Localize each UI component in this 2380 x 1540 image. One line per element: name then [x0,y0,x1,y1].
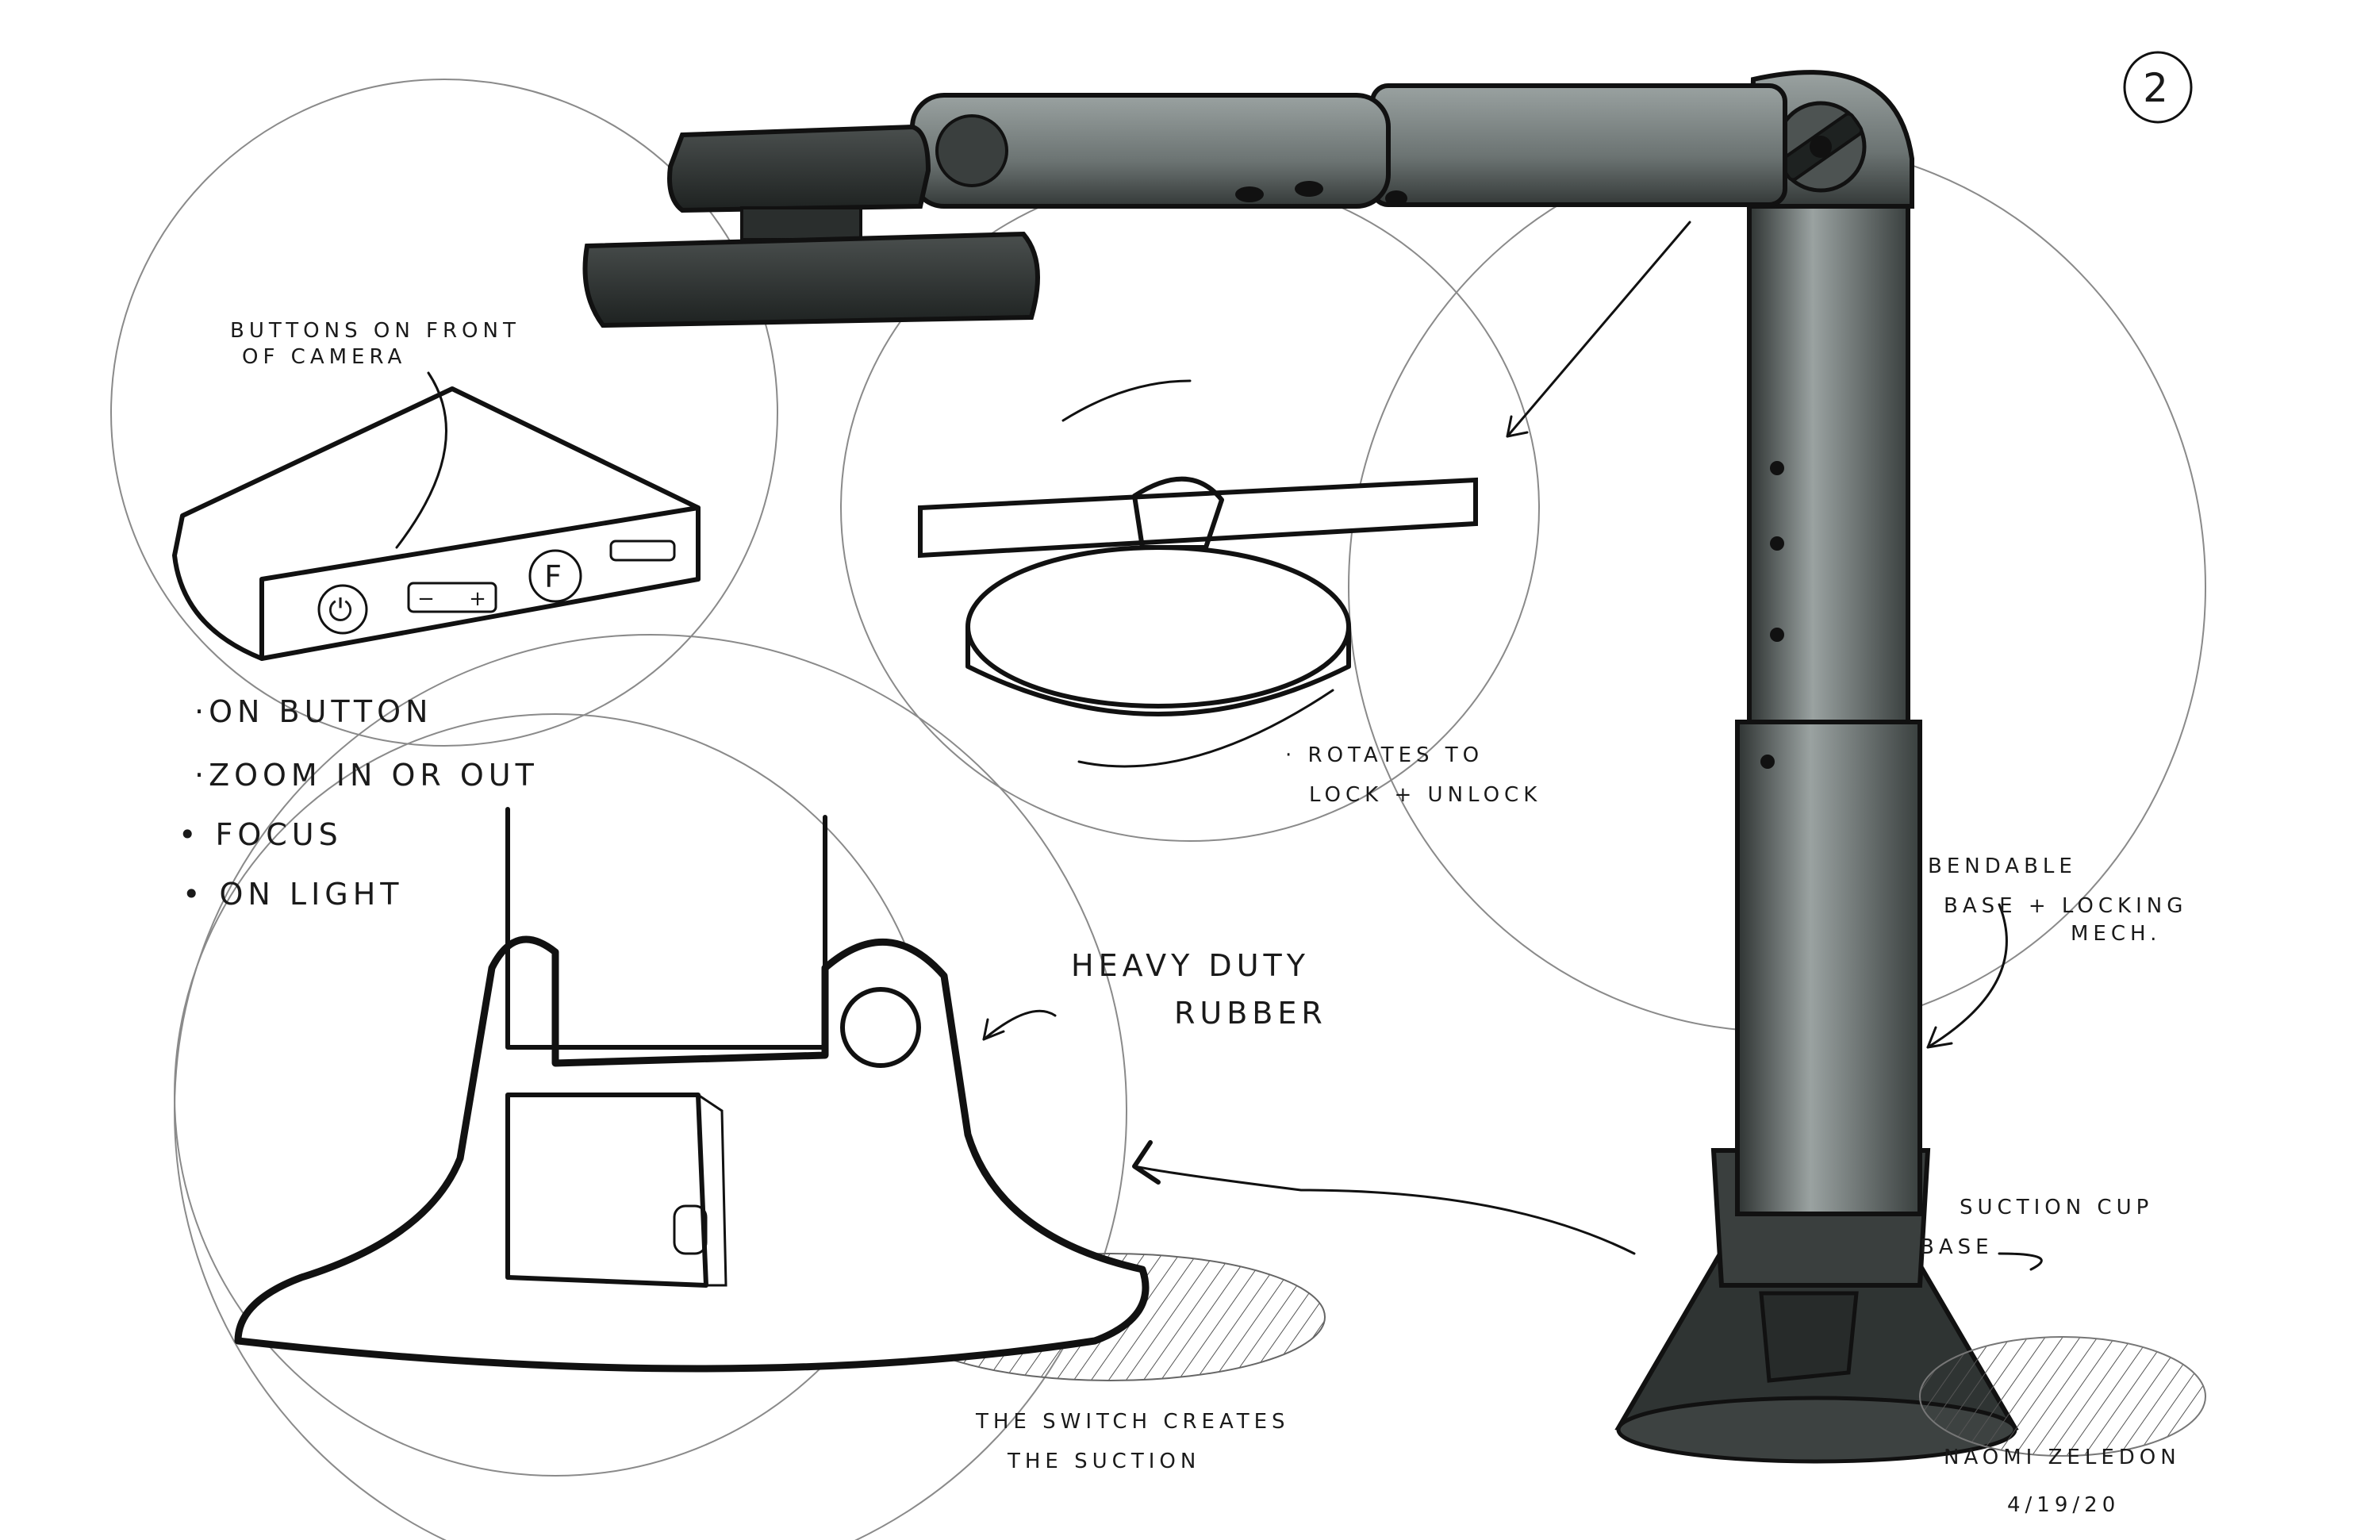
annotation-buttons-front: BUTTONS ON FRONT OF CAMERA [230,319,520,369]
annotation-arrows [982,221,2043,1271]
designer-signature: NAOMI ZELEDON 4/19/20 [1944,1446,2181,1517]
suction-switch [1759,1291,1859,1383]
note-rotates-line2: LOCK + UNLOCK [1309,783,1541,807]
note-suction-line1: SUCTION CUP [1960,1196,2153,1219]
signature-date: 4/19/20 [2007,1493,2120,1517]
arm-horizontal-tube [1370,83,1787,207]
focus-button: F [544,559,566,594]
base-closeup [234,807,1636,1381]
camera-head [667,124,931,213]
note-bendable-line3: MECH. [2071,922,2161,946]
annotation-suction-base: SUCTION CUP BASE [1920,1196,2153,1259]
annotation-bendable: BENDABLE BASE + LOCKING MECH. [1928,854,2187,946]
note-bendable-line1: BENDABLE [1928,854,2077,878]
note-feature-zoom: ·ZOOM IN or OUT [194,758,539,793]
zoom-minus-button: − [417,587,440,611]
signature-name: NAOMI ZELEDON [1944,1446,2181,1469]
note-suction-line2: BASE [1920,1235,1994,1259]
camera-button-detail: ⏻ − + F [172,371,701,661]
note-bendable-line2: BASE + LOCKING [1944,894,2187,918]
camera-lens-housing [582,231,1040,328]
camera-arm-assembly [582,70,2206,1464]
power-button: ⏻ [328,593,357,628]
page-number: 2 [2143,65,2173,111]
arm-lower-tube [1735,720,1922,1216]
note-feature-on-button: ·ON BUTTON [194,694,432,729]
note-heavy-duty-line2: RUBBER [1174,996,1327,1031]
annotation-features: ·ON BUTTON ·ZOOM IN or OUT • FOCUS • ON … [178,694,539,912]
lock-knob-detail [918,379,1478,768]
note-switch-line2: THE SUCTION [1007,1450,1200,1473]
annotation-rotates: · ROTATES TO LOCK + UNLOCK [1285,743,1541,807]
zoom-plus-button: + [469,587,491,611]
note-rotates-line1: · ROTATES TO [1285,743,1484,767]
page-number-marker: 2 [2123,51,2193,124]
base-hinge-hole [840,987,921,1068]
annotation-heavy-duty: HEAVY DUTY RUBBER [1071,948,1327,1031]
elbow-lock-knob [1775,101,1867,193]
arm-upper-tube [1747,188,1910,724]
note-buttons-front-line2: OF CAMERA [242,345,406,369]
note-switch-line1: THE SWITCH CREATES [975,1410,1290,1434]
note-buttons-front-line1: BUTTONS ON FRONT [230,319,520,343]
note-feature-focus: • FOCUS [178,817,343,852]
annotation-switch: THE SWITCH CREATES THE SUCTION [975,1410,1290,1473]
note-heavy-duty-line1: HEAVY DUTY [1071,948,1310,983]
note-feature-light: • ON LIGHT [182,877,404,912]
